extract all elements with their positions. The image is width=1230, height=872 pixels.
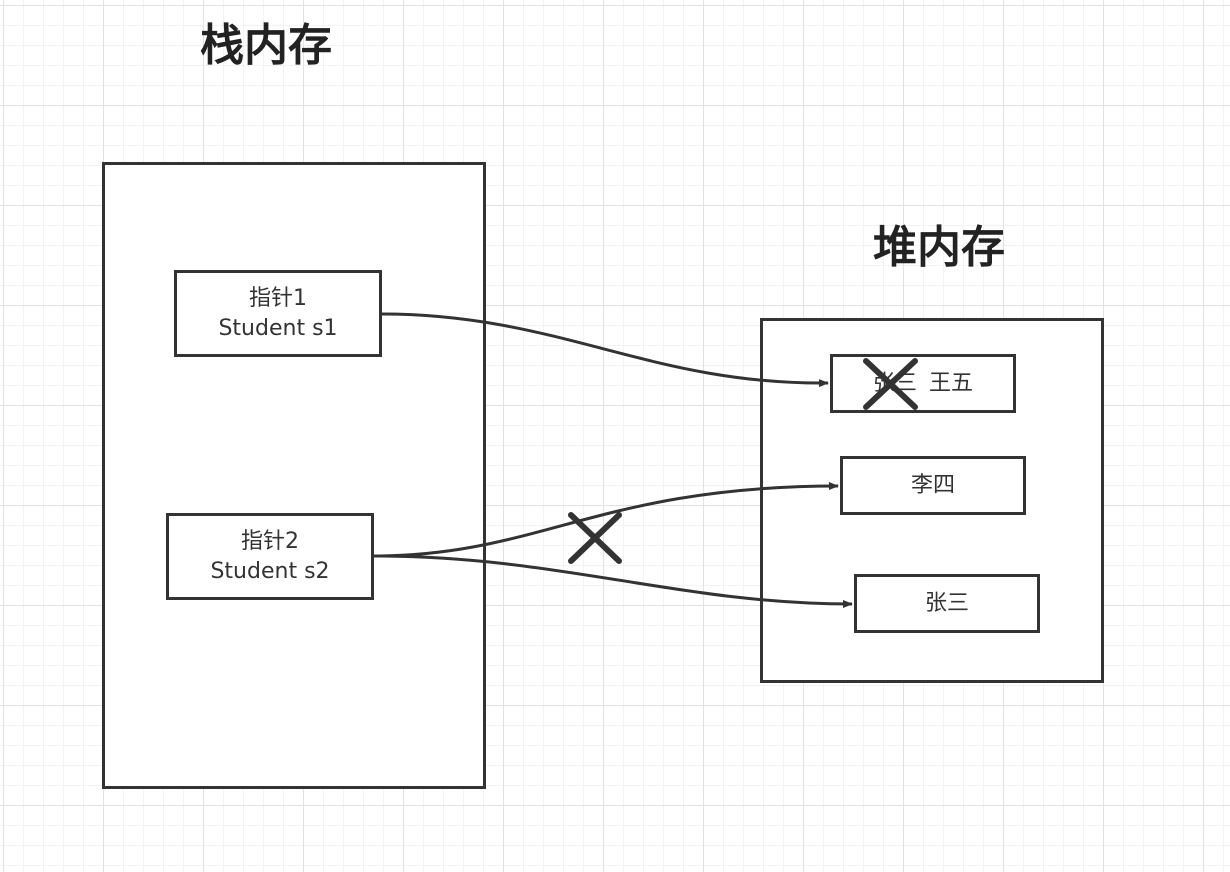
heap-memory-title: 堆内存 (873, 222, 1005, 273)
broken-reference-cross-icon (568, 512, 622, 564)
pointer-2-variable: Student s2 (210, 558, 330, 584)
heap-object-2-value: 李四 (910, 472, 955, 498)
pointer-1-variable: Student s1 (218, 315, 338, 341)
heap-object-2-box[interactable]: 李四 (840, 456, 1026, 515)
pointer-1-box[interactable]: 指针1 Student s1 (174, 270, 382, 357)
heap-object-3-box[interactable]: 张三 (854, 574, 1040, 633)
pointer-2-label: 指针2 (241, 528, 299, 554)
heap-object-1-value: 王五 (929, 370, 974, 396)
pointer-2-box[interactable]: 指针2 Student s2 (166, 513, 374, 600)
heap-object-1-box[interactable]: 张三 王五 (830, 354, 1016, 413)
heap-object-1-old-value: 张三 (872, 370, 917, 396)
heap-object-3-value: 张三 (924, 590, 969, 616)
pointer-1-label: 指针1 (249, 285, 307, 311)
stack-memory-title: 栈内存 (200, 20, 332, 71)
stack-memory-container (102, 162, 486, 789)
